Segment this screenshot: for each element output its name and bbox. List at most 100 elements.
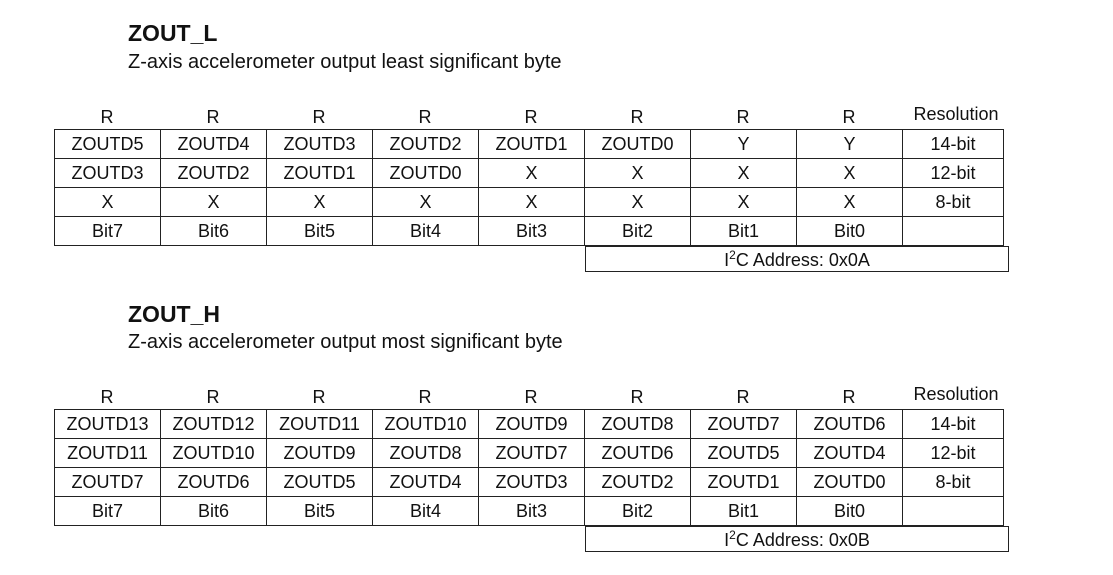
rw-label: R (100, 107, 114, 127)
bit-cell: ZOUTD7 (690, 409, 797, 439)
resolution-cell: 14-bit (902, 129, 1004, 159)
bit-cell: ZOUTD6 (160, 467, 267, 497)
rw-label: R (842, 387, 856, 407)
bit-cell: ZOUTD0 (796, 467, 903, 497)
bit-cell: ZOUTD9 (478, 409, 585, 439)
address-prefix: I (724, 530, 730, 550)
bit-cell: ZOUTD6 (584, 438, 691, 468)
resolution-cell: 8-bit (902, 467, 1004, 497)
bit-cell: ZOUTD11 (54, 438, 161, 468)
bit-cell: ZOUTD5 (266, 467, 373, 497)
bit-cell: X (690, 187, 797, 217)
bit-cell: ZOUTD6 (796, 409, 903, 439)
rw-label: R (206, 107, 220, 127)
bit-cell: Y (796, 129, 903, 159)
bit-cell: ZOUTD1 (690, 467, 797, 497)
register-table: ZOUTD13 ZOUTD12 ZOUTD11 ZOUTD10 ZOUTD9 Z… (54, 409, 1004, 526)
address-superscript: 2 (729, 528, 736, 542)
rw-label: R (736, 387, 750, 407)
bit-cell: X (54, 187, 161, 217)
bit-cell: X (478, 158, 585, 188)
bit-cell: ZOUTD12 (160, 409, 267, 439)
table-row: ZOUTD11 ZOUTD10 ZOUTD9 ZOUTD8 ZOUTD7 ZOU… (54, 438, 1004, 468)
bit-cell: X (160, 187, 267, 217)
resolution-cell: 14-bit (902, 409, 1004, 439)
rw-label: R (524, 387, 538, 407)
table-row: X X X X X X X X 8-bit (54, 187, 1004, 217)
bit-cell: ZOUTD7 (54, 467, 161, 497)
bit-cell: ZOUTD10 (160, 438, 267, 468)
bit-number-row: Bit7 Bit6 Bit5 Bit4 Bit3 Bit2 Bit1 Bit0 (54, 216, 1004, 246)
register-table: ZOUTD5 ZOUTD4 ZOUTD3 ZOUTD2 ZOUTD1 ZOUTD… (54, 129, 1004, 246)
bit-cell: X (372, 187, 479, 217)
resolution-cell: 12-bit (902, 158, 1004, 188)
rw-label: R (630, 107, 644, 127)
bit-number-cell: Bit4 (372, 496, 479, 526)
bit-cell: X (584, 187, 691, 217)
i2c-address: I2C Address: 0x0A (585, 246, 1009, 272)
bit-cell: ZOUTD5 (54, 129, 161, 159)
address-prefix: I (724, 250, 730, 270)
bit-cell: ZOUTD4 (372, 467, 479, 497)
bit-number-cell: Bit7 (54, 496, 161, 526)
bit-cell: ZOUTD8 (584, 409, 691, 439)
bit-cell: ZOUTD7 (478, 438, 585, 468)
bit-number-cell: Bit7 (54, 216, 161, 246)
rw-label: R (418, 107, 432, 127)
register-subtitle: Z-axis accelerometer output least signif… (128, 51, 562, 73)
bit-number-cell: Bit3 (478, 496, 585, 526)
bit-cell: ZOUTD4 (796, 438, 903, 468)
bit-number-cell: Bit4 (372, 216, 479, 246)
bit-cell: ZOUTD2 (372, 129, 479, 159)
bit-number-cell: Bit2 (584, 496, 691, 526)
bit-cell: ZOUTD1 (266, 158, 373, 188)
bit-cell: X (690, 158, 797, 188)
rw-label: R (842, 107, 856, 127)
bit-cell: X (796, 187, 903, 217)
bit-cell: ZOUTD8 (372, 438, 479, 468)
rw-label: R (524, 107, 538, 127)
bit-cell: X (266, 187, 373, 217)
bit-cell: ZOUTD4 (160, 129, 267, 159)
bit-number-cell: Bit5 (266, 496, 373, 526)
register-title: ZOUT_L (128, 20, 218, 46)
rw-header-row: R R R R R R R R (54, 106, 902, 128)
bit-number-cell: Bit1 (690, 216, 797, 246)
bit-cell: ZOUTD0 (584, 129, 691, 159)
rw-label: R (312, 107, 326, 127)
bit-number-cell: Bit0 (796, 496, 903, 526)
resolution-cell: 12-bit (902, 438, 1004, 468)
bit-number-cell: Bit2 (584, 216, 691, 246)
address-text: C Address: 0x0A (735, 250, 870, 270)
bit-cell: ZOUTD3 (478, 467, 585, 497)
resolution-header: Resolution (913, 104, 999, 124)
bit-cell: ZOUTD10 (372, 409, 479, 439)
table-row: ZOUTD3 ZOUTD2 ZOUTD1 ZOUTD0 X X X X 12-b… (54, 158, 1004, 188)
empty-cell (902, 496, 1004, 526)
bit-number-cell: Bit3 (478, 216, 585, 246)
bit-cell: ZOUTD9 (266, 438, 373, 468)
rw-header-row: R R R R R R R R (54, 386, 902, 408)
bit-cell: ZOUTD11 (266, 409, 373, 439)
rw-label: R (100, 387, 114, 407)
bit-number-cell: Bit6 (160, 216, 267, 246)
bit-cell: ZOUTD3 (266, 129, 373, 159)
bit-cell: X (584, 158, 691, 188)
table-row: ZOUTD7 ZOUTD6 ZOUTD5 ZOUTD4 ZOUTD3 ZOUTD… (54, 467, 1004, 497)
bit-number-cell: Bit0 (796, 216, 903, 246)
bit-cell: ZOUTD2 (584, 467, 691, 497)
bit-number-row: Bit7 Bit6 Bit5 Bit4 Bit3 Bit2 Bit1 Bit0 (54, 496, 1004, 526)
bit-cell: ZOUTD1 (478, 129, 585, 159)
resolution-cell: 8-bit (902, 187, 1004, 217)
bit-cell: ZOUTD2 (160, 158, 267, 188)
bit-number-cell: Bit1 (690, 496, 797, 526)
rw-label: R (630, 387, 644, 407)
address-superscript: 2 (729, 248, 736, 262)
rw-label: R (206, 387, 220, 407)
bit-number-cell: Bit6 (160, 496, 267, 526)
i2c-address: I2C Address: 0x0B (585, 526, 1009, 552)
address-text: C Address: 0x0B (735, 530, 870, 550)
rw-label: R (736, 107, 750, 127)
rw-label: R (312, 387, 326, 407)
table-row: ZOUTD5 ZOUTD4 ZOUTD3 ZOUTD2 ZOUTD1 ZOUTD… (54, 129, 1004, 159)
